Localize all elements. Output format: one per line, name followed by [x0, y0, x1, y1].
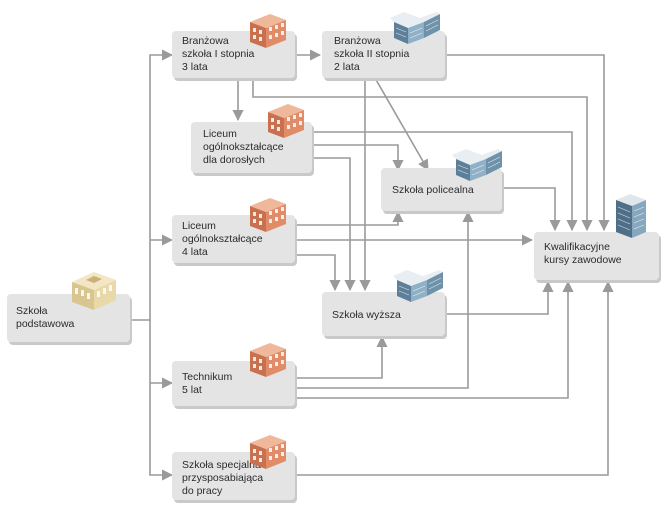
brick-building-icon: [250, 14, 286, 48]
node-liceum-label: Liceum ogólnokształcące 4 lata: [182, 220, 265, 258]
edge-podstawowa-branzowa1: [130, 49, 174, 321]
node-policealna-label: Szkoła policealna: [392, 184, 474, 196]
node-branzowa2-label: Branżowa szkoła II stopnia 2 lata: [334, 35, 412, 73]
connectors: [130, 49, 614, 481]
edge-specjalna-kursy: [296, 280, 614, 476]
node-technikum-label: Technikum 5 lat: [182, 371, 235, 396]
edge-technikum-wyzsza: [296, 335, 388, 379]
node-branzowa1-label: Branżowa szkoła I stopnia 3 lata: [182, 35, 257, 73]
edge-liceum-dorosli-wyzsza: [312, 157, 356, 292]
node-podstawowa: Szkoła podstawowa: [7, 294, 132, 345]
brick-building-icon: [250, 198, 286, 232]
glass-building-icon: [390, 12, 440, 44]
node-podstawowa-label: Szkoła podstawowa: [16, 305, 75, 330]
node-branzowa2: Branżowa szkoła II stopnia 2 lata: [322, 31, 447, 81]
brick-building-icon: [250, 343, 286, 377]
edge-liceum-policealna: [296, 210, 404, 226]
brick-building-icon: [250, 435, 286, 469]
edge-podstawowa-technikum: [149, 320, 174, 389]
classic-building-icon: [72, 272, 116, 310]
edge-liceum-dorosli-policealna: [312, 144, 404, 172]
glass-building-icon: [452, 149, 502, 181]
glass-building-icon: [393, 270, 443, 302]
office-tower-icon: [616, 194, 646, 238]
node-wyzsza: Szkoła wyższa: [322, 292, 447, 339]
nodes: Branżowa szkoła I stopnia 3 lata Branżow…: [7, 31, 661, 503]
edge-technikum-policealna: [296, 210, 474, 389]
node-liceum-dorosli-label: Liceum ogólnokształcące dla dorosłych: [203, 128, 286, 166]
icons: [72, 12, 646, 469]
brick-building-icon: [268, 104, 304, 138]
edge-branzowa2-policealna: [374, 77, 429, 171]
edge-branzowa2-kursy: [445, 54, 610, 232]
node-kursy: Kwalifikacyjne kursy zawodowe: [534, 232, 661, 283]
edge-policealna-kursy: [502, 187, 561, 232]
node-wyzsza-label: Szkoła wyższa: [332, 309, 401, 321]
edge-branzowa1-kursy: [252, 78, 593, 232]
edge-liceum-dorosli-kursy: [312, 131, 578, 232]
node-kursy-label: Kwalifikacyjne kursy zawodowe: [544, 241, 622, 266]
node-specjalna-label: Szkoła specjalna przysposabiająca do pra…: [182, 459, 266, 497]
edge-technikum-kursy: [296, 280, 574, 399]
edge-liceum-wyzsza: [296, 254, 341, 292]
edge-wyzsza-kursy: [445, 280, 554, 315]
edge-podstawowa-specjalna: [149, 383, 174, 481]
